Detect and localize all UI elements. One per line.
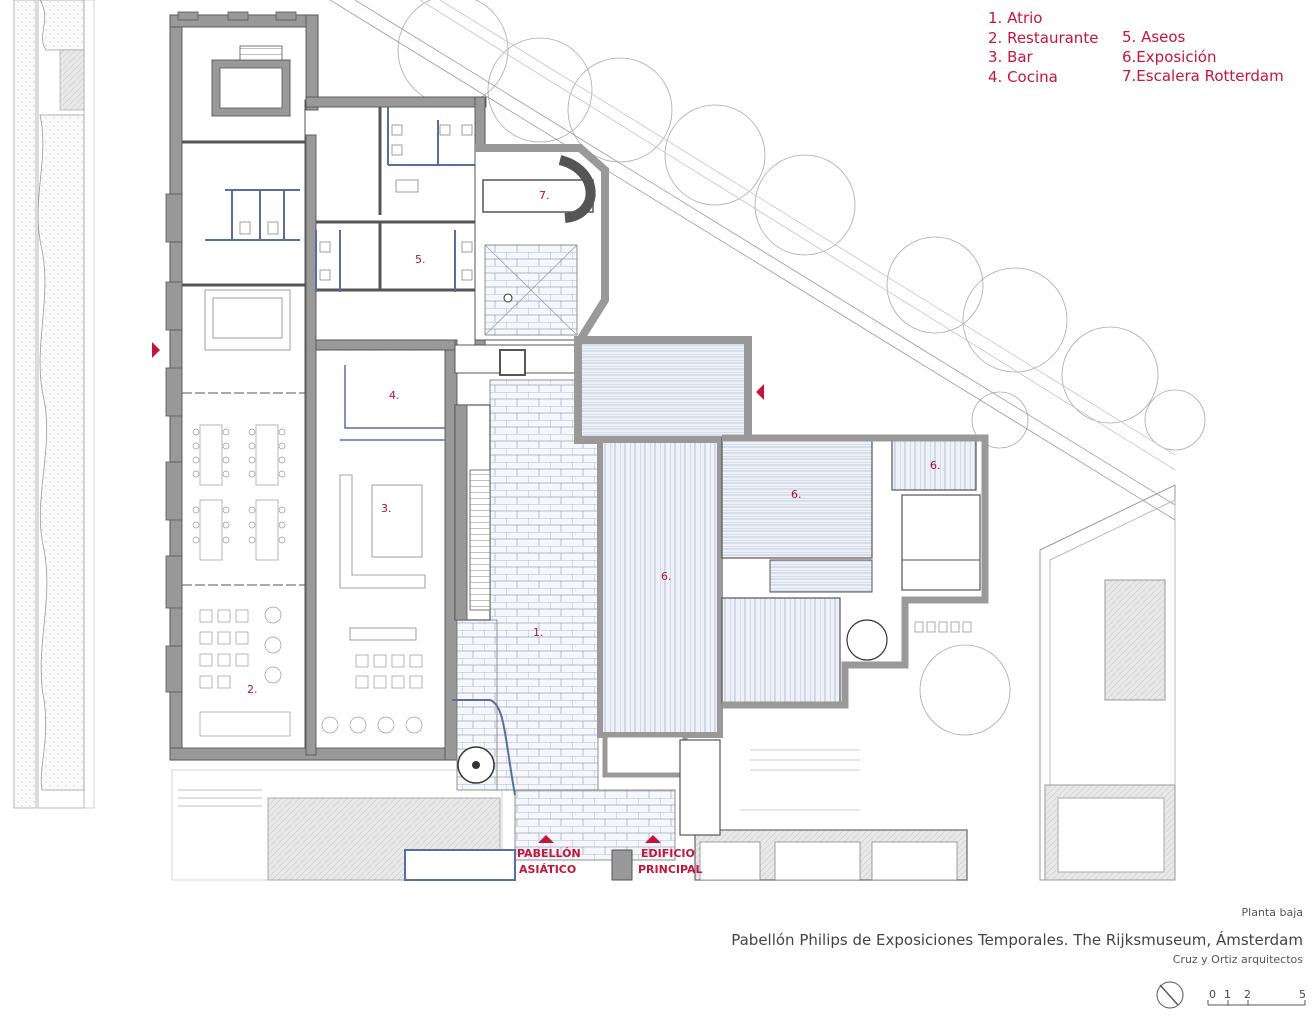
room-number-escalera: 7.	[539, 189, 550, 202]
left-garden-strip	[13, 0, 95, 809]
atrium	[404, 344, 676, 881]
east-entrance-arrow	[756, 384, 764, 400]
room-number-restaurante: 2.	[247, 683, 258, 696]
south-entrances: PABELLÓN ASIÁTICO EDIFICIO PRINCIPAL	[517, 835, 703, 876]
north-arrow-icon	[1156, 981, 1184, 1009]
edificio-label-1: EDIFICIO	[641, 847, 695, 860]
edificio-entrance-arrow	[645, 835, 661, 843]
drawing-view-label: Planta baja	[1241, 906, 1303, 919]
pabellon-entrance-arrow	[538, 835, 554, 843]
right-neighbour-building	[1039, 484, 1176, 881]
drawing-title: Pabellón Philips de Exposiciones Tempora…	[731, 931, 1303, 949]
pabellon-label-1: PABELLÓN	[517, 847, 581, 860]
drawing-authors: Cruz y Ortiz arquitectos	[1172, 953, 1303, 966]
legend-item-cocina: 4. Cocina	[988, 67, 1058, 86]
dining-tables	[192, 424, 423, 737]
scale-label-1: 1	[1224, 988, 1231, 1001]
tree-row	[329, 0, 1206, 736]
scale-bar: 0 1 2 5	[1207, 988, 1306, 1006]
legend-item-escalera: 7.Escalera Rotterdam	[1122, 67, 1284, 85]
legend-item-atrio: 1. Atrio	[988, 9, 1043, 27]
legend-item-aseos: 5. Aseos	[1122, 28, 1186, 46]
room-labels: 1. 2. 3. 4. 5. 6. 6. 6. 7.	[247, 189, 941, 696]
east-foyer	[574, 336, 752, 444]
west-entrance-arrow	[152, 342, 160, 358]
room-number-cocina: 4.	[389, 389, 400, 402]
legend-column-2: 5. Aseos 6.Exposición 7.Escalera Rotterd…	[1122, 28, 1284, 87]
room-number-atrio: 1.	[533, 626, 544, 639]
exhibition-halls	[597, 434, 989, 836]
legend-item-restaurante: 2. Restaurante	[988, 28, 1099, 47]
legend-item-bar: 3. Bar	[988, 48, 1033, 66]
legend-item-exposicion: 6.Exposición	[1122, 47, 1217, 66]
rotterdam-stair-tower	[474, 144, 609, 343]
scale-label-0: 0	[1209, 988, 1216, 1001]
scale-label-2: 2	[1244, 988, 1251, 1001]
west-wing	[165, 11, 487, 761]
pabellon-label-2: ASIÁTICO	[519, 863, 576, 876]
room-number-bar: 3.	[381, 502, 392, 515]
scale-label-5: 5	[1299, 988, 1306, 1001]
room-number-expo-b: 6.	[791, 488, 802, 501]
room-number-expo-a: 6.	[661, 570, 672, 583]
room-number-aseos: 5.	[415, 253, 426, 266]
legend-column-1: 1. Atrio 2. Restaurante 3. Bar 4. Cocina	[988, 9, 1098, 87]
edificio-label-2: PRINCIPAL	[638, 863, 703, 876]
room-number-expo-c: 6.	[930, 459, 941, 472]
